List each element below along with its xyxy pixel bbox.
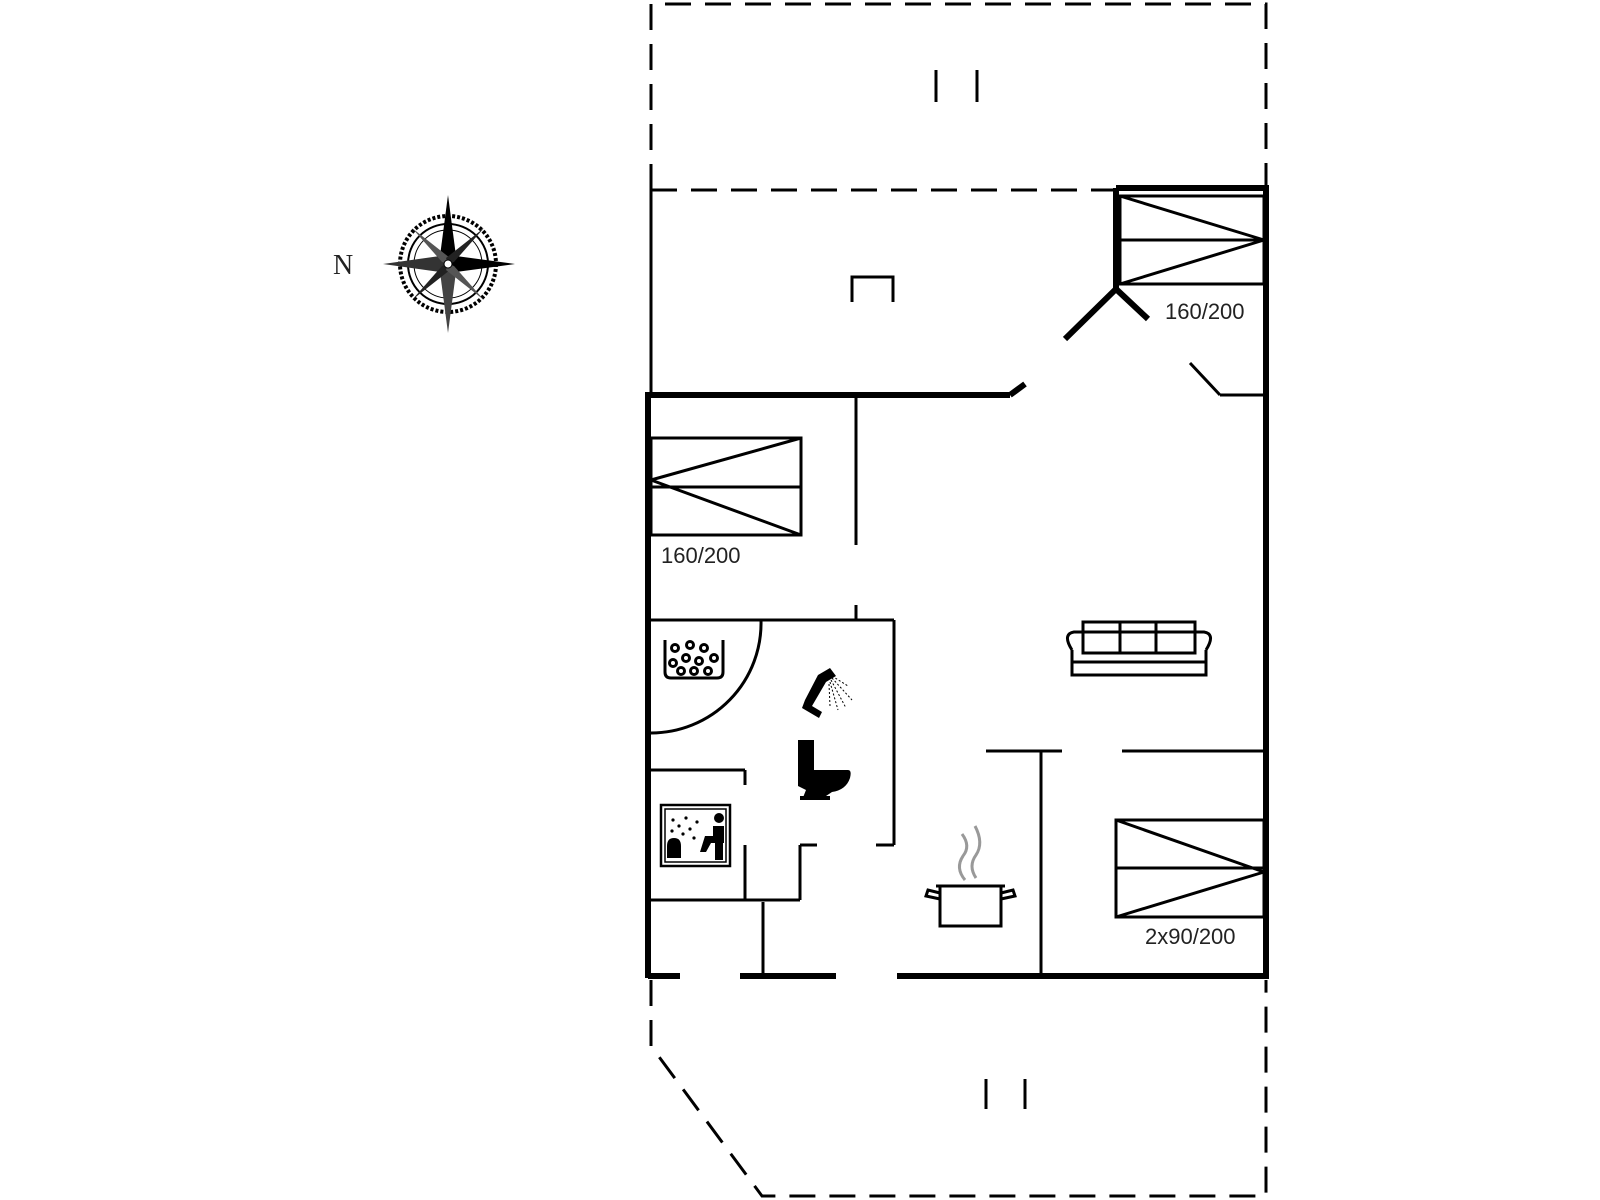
bottom-terrace [649,980,1268,1198]
interior-walls [650,398,1266,975]
whirlpool-icon [663,640,725,680]
bed-icon [1114,818,1266,919]
terrace-step-icon [850,275,895,302]
sauna-icon [659,803,732,868]
bed-icon [1118,194,1266,286]
shower-icon [802,668,853,718]
top-terrace [649,2,1268,192]
bed-icon [649,436,803,537]
toilet-icon [798,740,851,800]
north-label: N [333,250,353,281]
covered-area [649,190,895,395]
bed-size-label: 160/200 [661,543,741,568]
bed-size-label: 160/200 [1165,299,1245,324]
compass-rose-icon [383,195,515,333]
cooking-pot-icon [924,825,1017,928]
bed-size-label: 2x90/200 [1145,924,1236,949]
sofa-icon [1066,620,1212,677]
exterior-walls [645,185,1269,979]
bath-door-swing [650,619,763,735]
